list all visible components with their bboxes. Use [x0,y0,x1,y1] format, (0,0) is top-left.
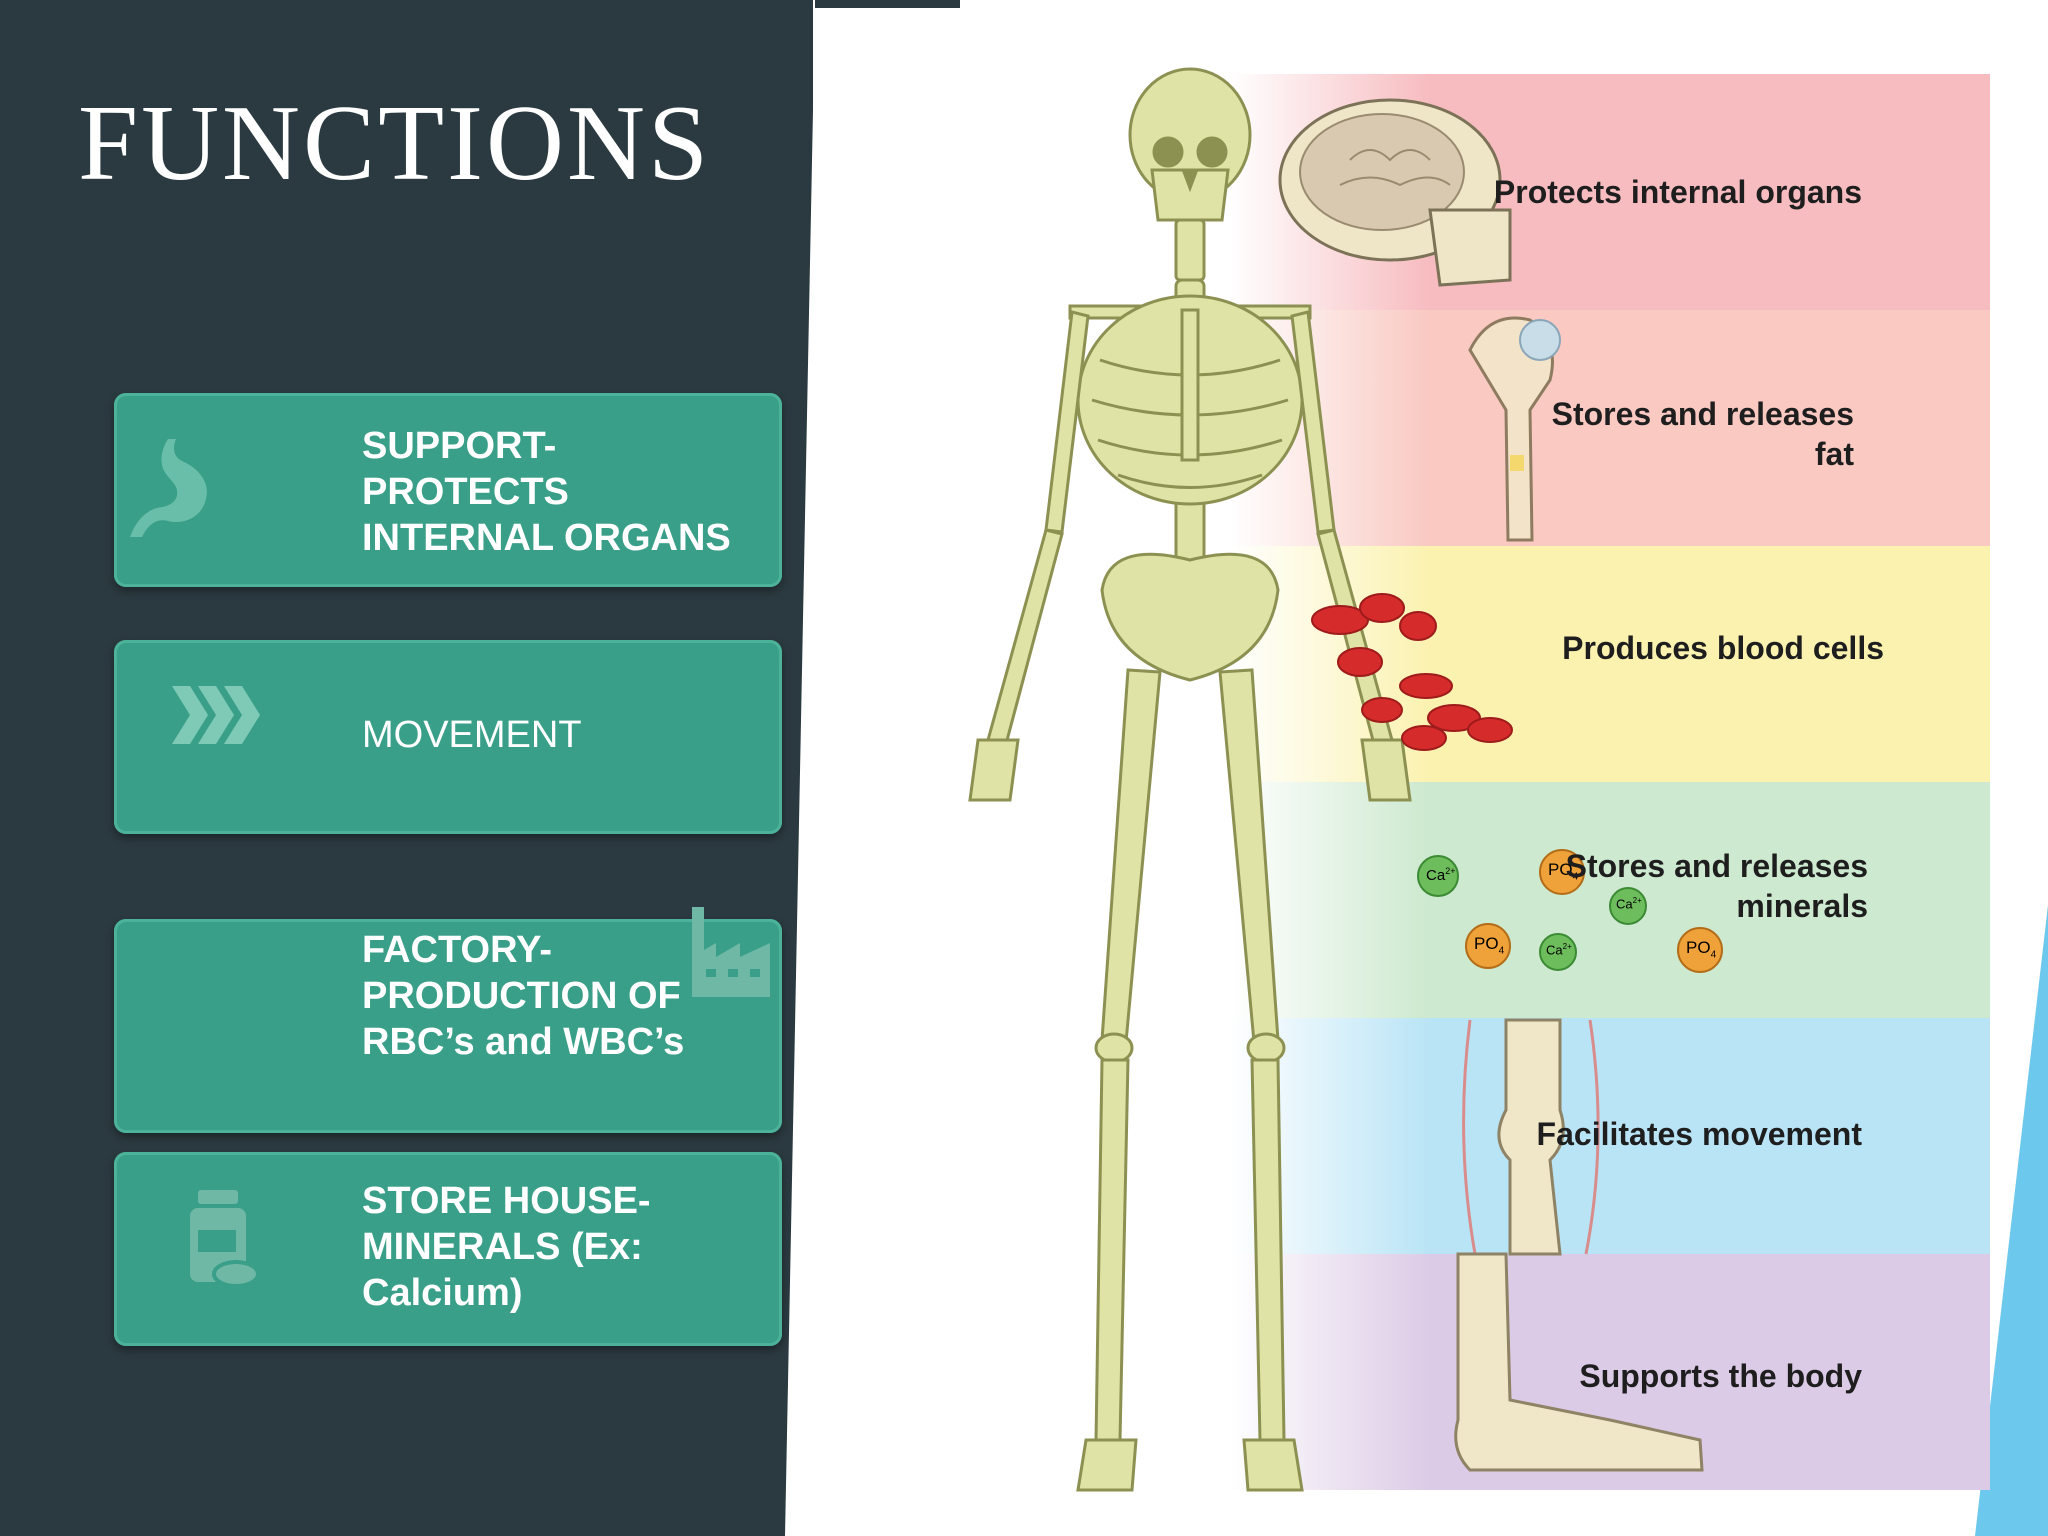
factory-icon [686,907,776,1002]
red-blood-cells-illustration [1311,593,1513,751]
top-strip [815,0,960,8]
calcium-ion-label: Ca2+ [1426,866,1456,884]
band-label-movement: Facilitates movement [1536,1116,1862,1152]
band-label-blood: Produces blood cells [1562,630,1884,666]
phosphate-ion-label: PO4 [1548,860,1579,883]
band-label-support: Supports the body [1579,1358,1862,1394]
calcium-ion-label: Ca2+ [1546,942,1572,958]
femur-head-illustration [1468,316,1561,542]
phosphate-ion-label: PO4 [1474,934,1505,957]
skeleton-illustration [968,67,1412,1492]
card-label: FACTORY- PRODUCTION OF RBC’s and WBC’s [362,929,685,1063]
card-label: SUPPORT- PROTECTS INTERNAL ORGANS [362,425,731,559]
pill-bottle-icon [184,1190,264,1295]
card-label: STORE HOUSE- MINERALS (Ex: Calcium) [362,1180,651,1314]
card-factory[interactable]: FACTORY- PRODUCTION OF RBC’s and WBC’s [114,907,782,1133]
band-group [1230,74,1990,1490]
skeleton-functions-diagram: Ca2+ PO4 Ca2+ PO4 Ca2+ PO4 Protects inte… [870,60,1990,1500]
card-label: MOVEMENT [362,714,582,756]
card-movement[interactable]: MOVEMENT [114,640,782,834]
band-label-fat: Stores and releases fat [1551,396,1854,472]
chevrons-icon [168,680,268,755]
knee-joint-illustration [1462,1018,1600,1256]
card-store-house[interactable]: STORE HOUSE- MINERALS (Ex: Calcium) [114,1152,782,1346]
mineral-ions-illustration [1417,849,1723,973]
foot-bones-illustration [1454,1252,1704,1472]
card-support[interactable]: SUPPORT- PROTECTS INTERNAL ORGANS [114,393,782,587]
calcium-ion-label: Ca2+ [1616,896,1642,912]
band-label-protects: Protects internal organs [1493,174,1862,210]
slide-title: FUNCTIONS [78,84,712,203]
skull-cross-section-illustration [1278,98,1512,287]
stomach-icon [124,433,244,548]
phosphate-ion-label: PO4 [1686,938,1717,961]
band-label-minerals: Stores and releases minerals [1565,848,1868,924]
